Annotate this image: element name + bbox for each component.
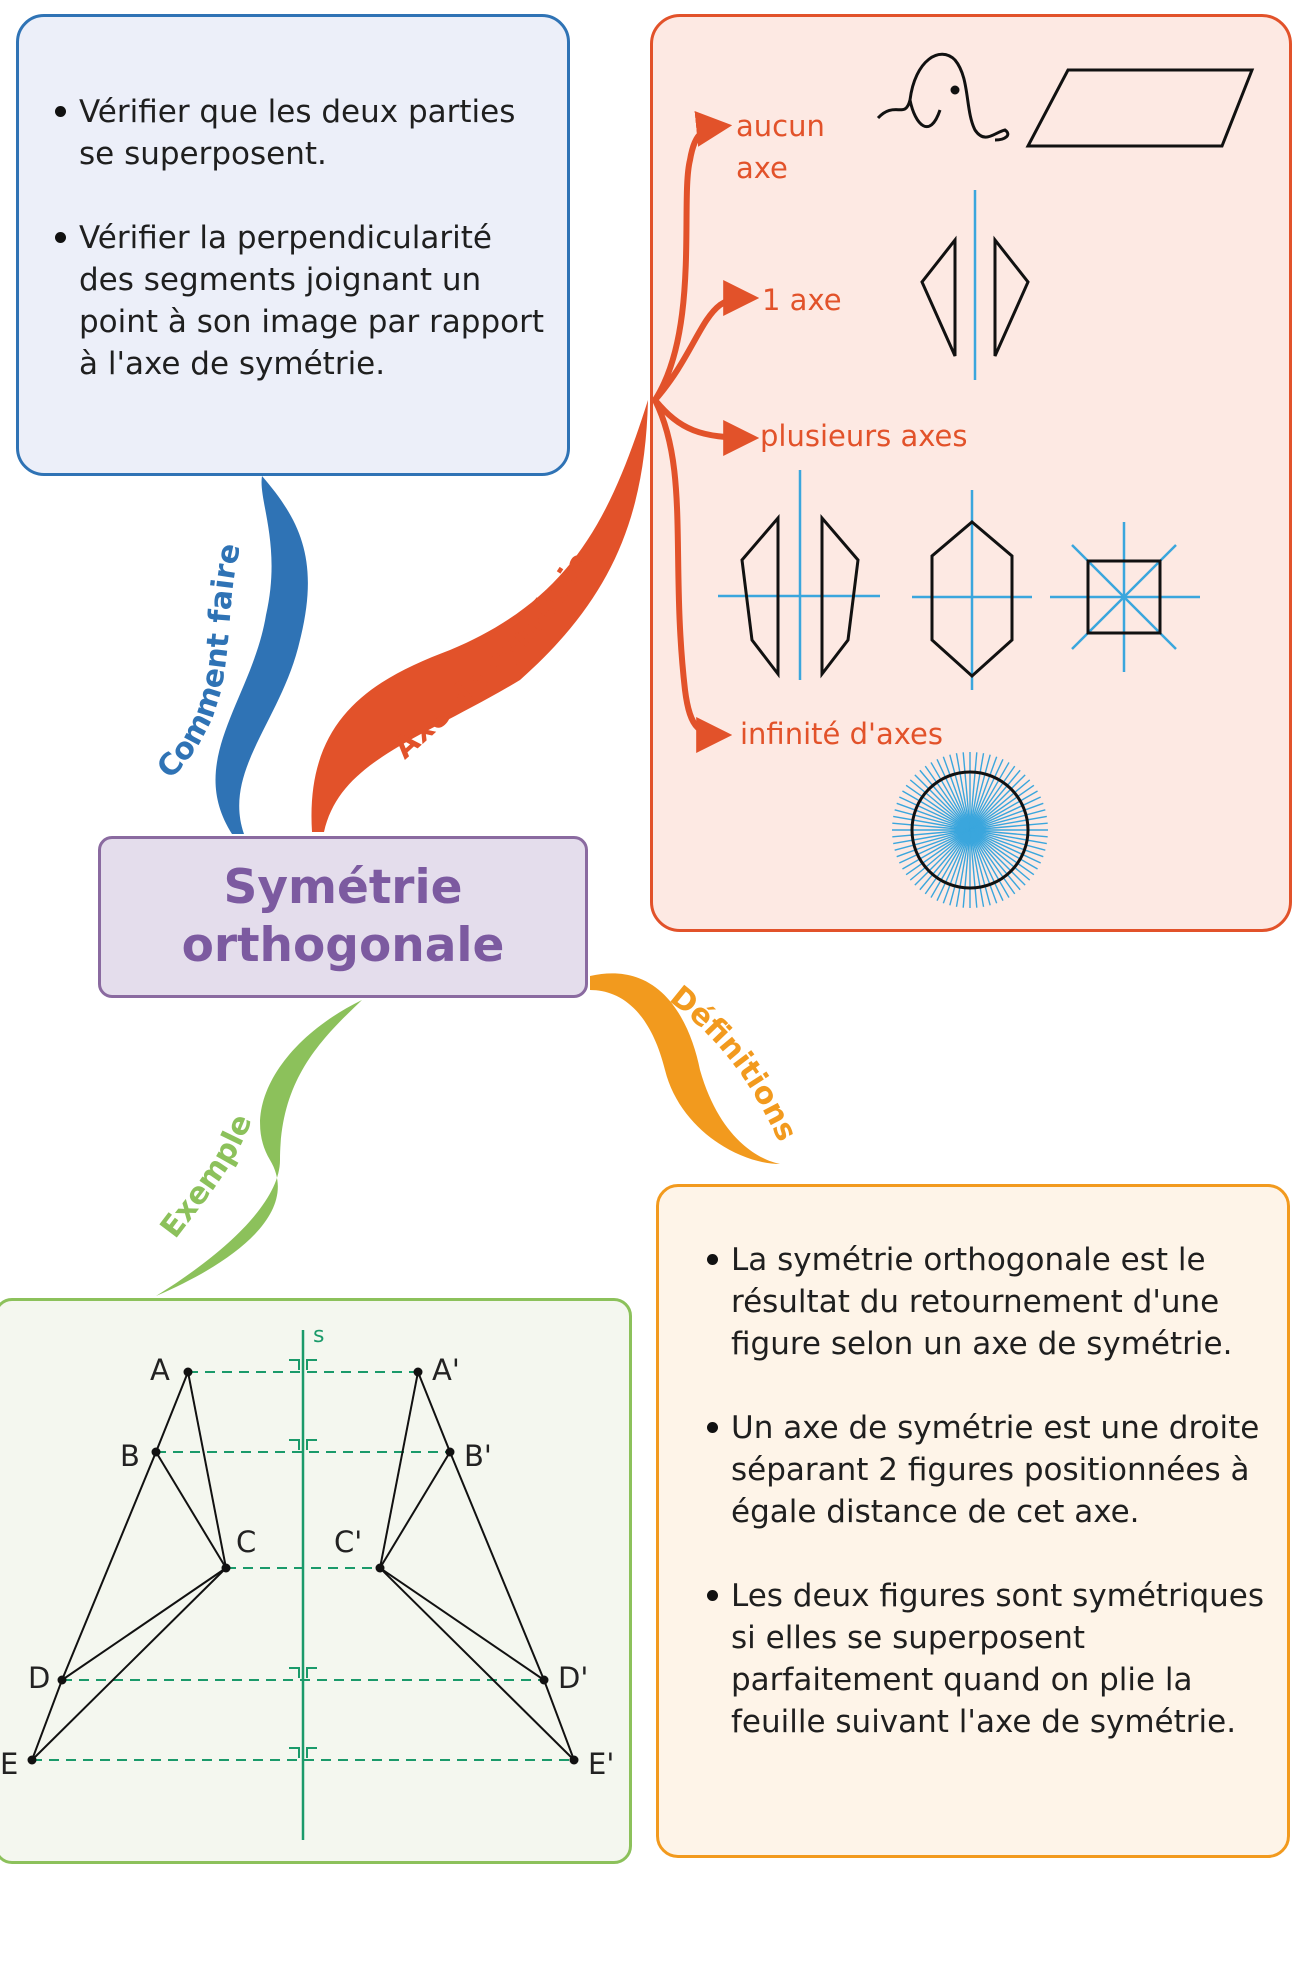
point-A-prime: [413, 1367, 423, 1377]
right-angle-mark: [289, 1747, 300, 1758]
point-label: A: [150, 1353, 170, 1387]
example-figure: sA A' B B' C C' D D' E E': [0, 1323, 614, 1840]
circle-shape: [910, 770, 1030, 890]
several-axes-figures: [718, 470, 1200, 690]
right-angle-mark: [306, 1439, 317, 1450]
no-axis-figures: [876, 52, 1255, 148]
branch-example-label[interactable]: Exemple: [154, 1109, 260, 1244]
definitions-list: La symétrie orthogonale est le résultat …: [703, 1239, 1273, 1743]
point-label: B: [120, 1439, 140, 1473]
symmetry-axes-box: [650, 14, 1292, 932]
branch-axis-label[interactable]: Axe de symétrie: [387, 546, 598, 766]
definition-item: Un axe de symétrie est une droite sépara…: [703, 1407, 1273, 1533]
right-angle-mark: [306, 1359, 317, 1370]
how-to-box: Vérifier que les deux parties se superpo…: [16, 14, 570, 476]
radial-axes: [892, 752, 1048, 908]
parallelogram-shape: [1025, 68, 1255, 148]
right-angle-mark: [306, 1747, 317, 1758]
right-angle-mark: [289, 1359, 300, 1370]
image-point-label: D': [558, 1661, 588, 1695]
point-A: [183, 1367, 193, 1377]
central-topic-title: Symétrie orthogonale: [182, 859, 505, 975]
right-angle-mark: [289, 1439, 300, 1450]
branch-axis-ribbon: [311, 400, 648, 832]
point-E: [27, 1755, 37, 1765]
figure-edge: [155, 1451, 227, 1569]
one-axis-figure: [920, 190, 1030, 380]
image-figure-edge: [379, 1567, 575, 1761]
branch-how-ribbon: [215, 476, 308, 834]
figure-edge: [61, 1451, 157, 1681]
figure-edge: [187, 1371, 227, 1569]
point-C-prime: [375, 1563, 385, 1573]
category-none-line1: aucun: [736, 109, 825, 143]
image-figure-edge: [379, 1371, 419, 1569]
how-to-list: Vérifier que les deux parties se superpo…: [51, 91, 551, 385]
axis-s-label: s: [313, 1323, 324, 1348]
central-topic[interactable]: Symétrie orthogonale: [98, 836, 588, 998]
figure-edge: [31, 1679, 63, 1761]
category-one-axis: 1 axe: [762, 283, 842, 317]
how-to-item: Vérifier que les deux parties se superpo…: [51, 91, 551, 175]
image-figure-edge: [543, 1679, 575, 1761]
point-E-prime: [569, 1755, 579, 1765]
definition-item: La symétrie orthogonale est le résultat …: [703, 1239, 1273, 1365]
point-label: D: [28, 1661, 50, 1695]
central-title-line2: orthogonale: [181, 918, 505, 973]
axes-category-arrows: [652, 110, 760, 753]
category-several-axes: plusieurs axes: [760, 419, 967, 453]
image-figure-edge: [379, 1567, 545, 1681]
point-D-prime: [539, 1675, 549, 1685]
point-label: C: [236, 1525, 256, 1559]
figure-edge: [155, 1371, 189, 1453]
point-B-prime: [445, 1447, 455, 1457]
branch-definitions-ribbon: [590, 973, 780, 1164]
right-angle-mark: [289, 1667, 300, 1678]
image-point-label: C': [334, 1525, 362, 1559]
how-to-item: Vérifier la perpendicularité des segment…: [51, 217, 551, 385]
image-figure-edge: [379, 1451, 451, 1569]
image-point-label: B': [464, 1439, 492, 1473]
point-D: [57, 1675, 67, 1685]
branch-how-label[interactable]: Comment faire ?: [0, 0, 251, 785]
branch-example-ribbon: [156, 1000, 362, 1296]
circle-infinite-axes-figure: [892, 752, 1048, 908]
image-figure-edge: [449, 1451, 545, 1681]
image-figure-edge: [417, 1371, 451, 1453]
freeform-figure: [876, 52, 1010, 142]
category-labels: aucun axe 1 axe plusieurs axes infinité …: [736, 109, 967, 751]
category-infinite-axes: infinité d'axes: [740, 717, 943, 751]
point-C: [221, 1563, 231, 1573]
central-title-line1: Symétrie: [223, 860, 463, 915]
figure-edge: [61, 1567, 227, 1681]
image-point-label: A': [432, 1353, 460, 1387]
image-point-label: E': [588, 1747, 614, 1781]
figure-edge: [31, 1567, 227, 1761]
category-none-line2: axe: [736, 151, 788, 185]
example-box: [0, 1298, 632, 1864]
definitions-box: La symétrie orthogonale est le résultat …: [656, 1184, 1290, 1858]
point-label: E: [0, 1747, 18, 1781]
point-B: [151, 1447, 161, 1457]
definition-item: Les deux figures sont symétriques si ell…: [703, 1575, 1273, 1743]
right-angle-mark: [306, 1667, 317, 1678]
